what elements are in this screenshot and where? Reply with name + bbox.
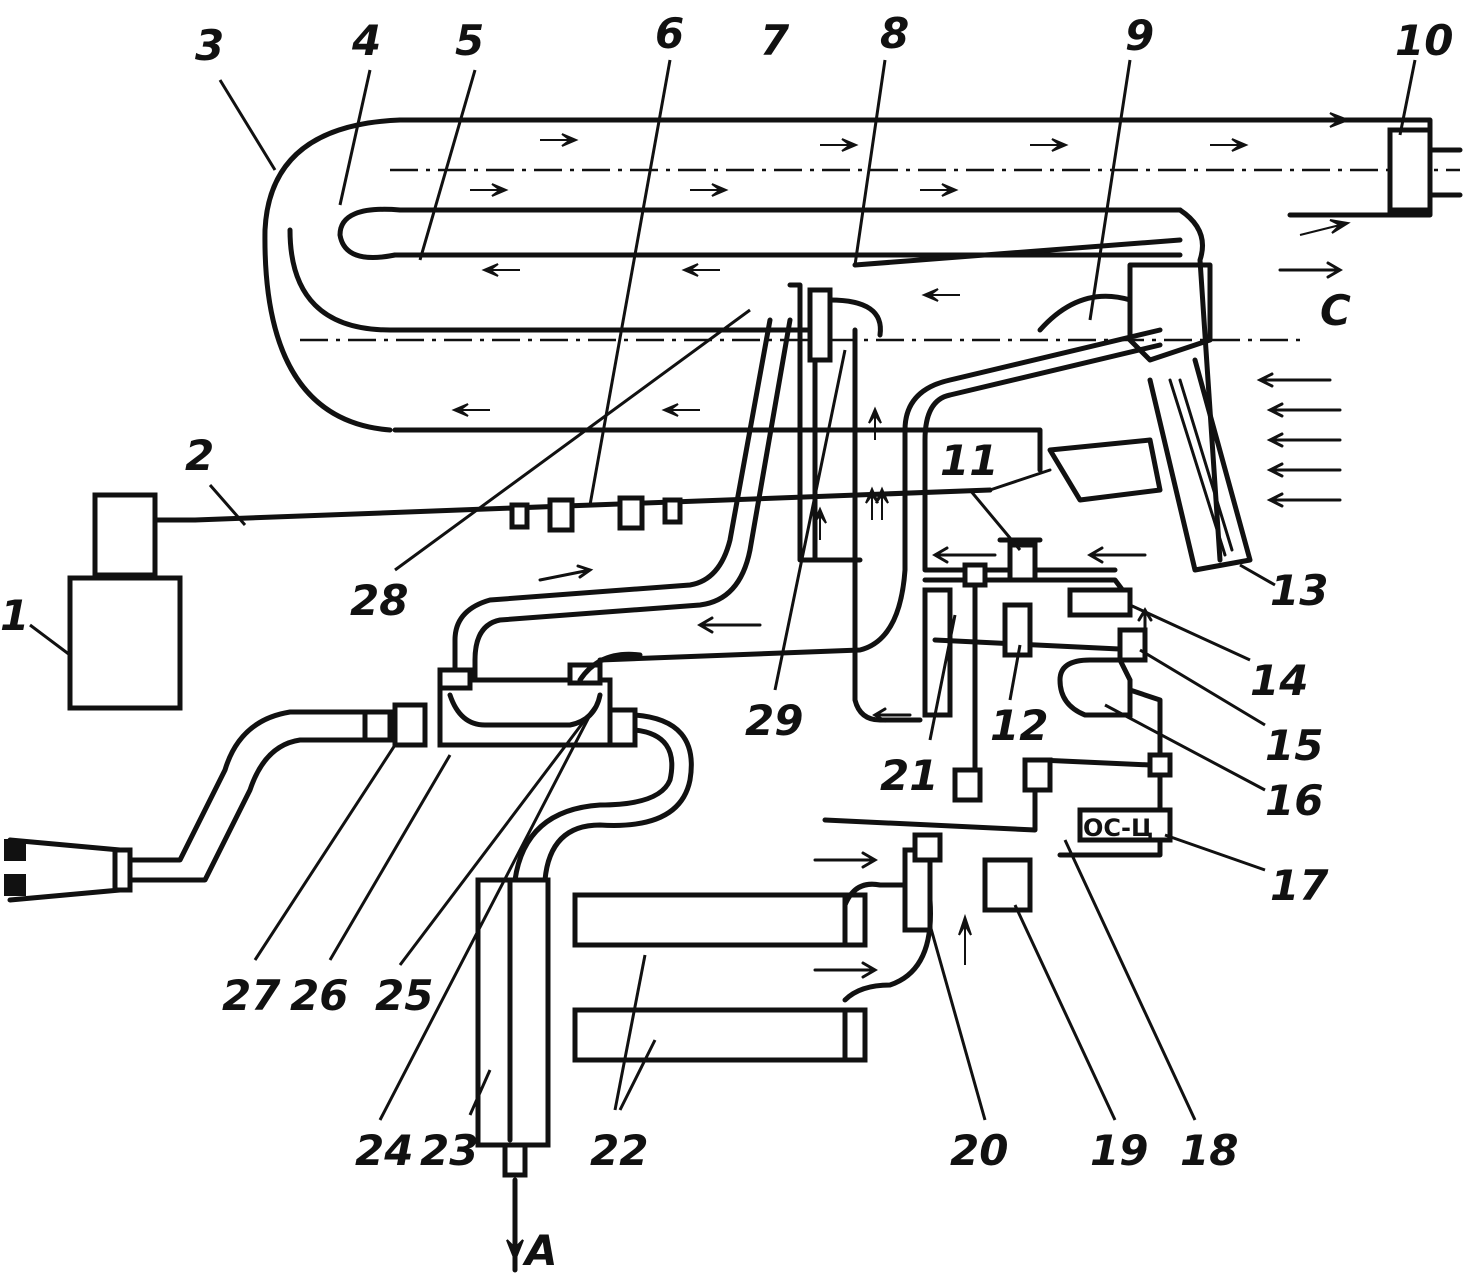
label-24: 24: [355, 1126, 413, 1175]
coupling-6a: [509, 502, 530, 530]
label-18: 18: [1180, 1126, 1238, 1175]
engine-unit-1: [67, 487, 993, 711]
label-13: 13: [1270, 566, 1328, 615]
label-15: 15: [1265, 721, 1323, 770]
label-28: 28: [350, 576, 408, 625]
label-26: 26: [290, 971, 348, 1020]
unit-8: [807, 287, 923, 723]
main-duct: [262, 117, 1463, 563]
control-block: ОС-Ц: [538, 537, 1173, 965]
valve-27: [392, 702, 428, 748]
sensor-19: [982, 857, 1033, 913]
outlet-box-10: [1387, 127, 1433, 213]
label-29: 29: [745, 696, 803, 745]
valve-14: [1067, 587, 1133, 618]
label-17: 17: [1270, 861, 1329, 910]
label-8: 8: [880, 9, 909, 58]
coupling-6c: [617, 495, 645, 531]
callout-labels: 1 2 3 4 5 6 7 8 9 10 11 12 13 14 15 16 1…: [0, 9, 1453, 1275]
heat-input-arrows: [1256, 372, 1342, 508]
coupling-6b: [547, 497, 575, 533]
label-6: 6: [655, 9, 684, 58]
label-20: 20: [950, 1126, 1008, 1175]
valve-15: [1117, 627, 1148, 663]
label-5: 5: [455, 16, 484, 65]
box-17: [1077, 807, 1173, 843]
duct-flow-arrows: [451, 112, 1351, 417]
radiator-13: [988, 262, 1342, 573]
label-21: 21: [880, 751, 938, 800]
label-2: 2: [185, 431, 214, 480]
label-12: 12: [990, 701, 1048, 750]
supply-pipe: [452, 282, 863, 693]
label-16: 16: [1265, 776, 1323, 825]
label-1: 1: [0, 591, 29, 640]
label-19: 19: [1090, 1126, 1148, 1175]
leader-lines: [29, 59, 1417, 1121]
drain-tank-23: [475, 712, 694, 1273]
label-22: 22: [590, 1126, 648, 1175]
label-10: 10: [1395, 16, 1453, 65]
label-14: 14: [1250, 656, 1308, 705]
coupling-6d: [662, 497, 683, 525]
label-23: 23: [420, 1126, 478, 1175]
device-16: [1057, 657, 1133, 718]
collector-26: [4, 651, 643, 903]
label-9: 9: [1125, 11, 1154, 60]
label-27: 27: [222, 971, 281, 1020]
label-7: 7: [760, 16, 790, 65]
label-25: 25: [375, 971, 433, 1020]
label-11: 11: [940, 436, 998, 485]
flow-label-a: A: [522, 1226, 558, 1275]
valve-11: [1007, 542, 1038, 583]
label-4: 4: [351, 16, 381, 65]
valve-12: [1002, 602, 1033, 658]
coolant-piping-9: [597, 293, 1163, 663]
tube-21: [922, 587, 953, 718]
box-17-text: ОС-Ц: [1083, 814, 1153, 842]
cylinders-22: [572, 851, 933, 1063]
flow-label-c: C: [1320, 286, 1351, 335]
label-3: 3: [195, 21, 224, 70]
